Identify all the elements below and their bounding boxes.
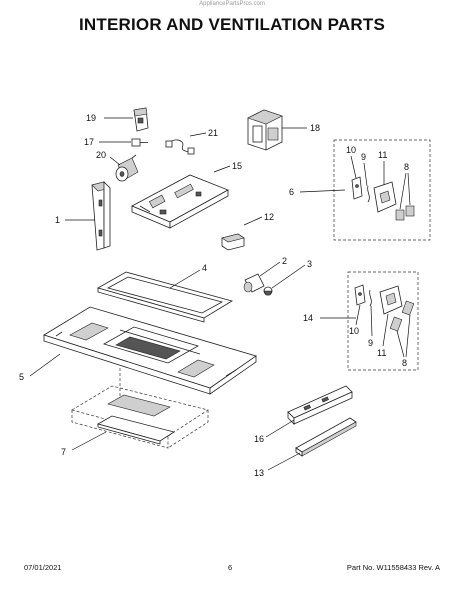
part-17-screw bbox=[131, 138, 148, 147]
callout-8b: 8 bbox=[402, 358, 407, 368]
part-5-bottom-panel bbox=[43, 306, 257, 395]
callout-1: 1 bbox=[55, 215, 60, 225]
callout-3: 3 bbox=[307, 259, 312, 269]
watermark: AppliancePartsPros.com bbox=[199, 1, 265, 7]
part-3-bulb bbox=[263, 286, 273, 296]
callout-21: 21 bbox=[208, 128, 218, 138]
part-20-capacitor bbox=[115, 154, 139, 182]
callout-19: 19 bbox=[86, 113, 96, 123]
callout-9a: 9 bbox=[361, 152, 366, 162]
callout-16: 16 bbox=[254, 434, 264, 444]
callout-6: 6 bbox=[289, 187, 294, 197]
part-21-wire bbox=[165, 139, 195, 155]
callout-11b: 11 bbox=[377, 348, 386, 358]
part-15-bracket-plate bbox=[131, 174, 229, 229]
callout-10a: 10 bbox=[346, 145, 356, 155]
part-6-latch-group bbox=[333, 139, 431, 241]
part-12-block bbox=[221, 233, 245, 251]
part-1-vertical-bracket bbox=[91, 181, 111, 251]
part-13-bar bbox=[295, 417, 357, 457]
callout-9b: 9 bbox=[368, 338, 373, 348]
callout-2: 2 bbox=[282, 256, 287, 266]
callout-15: 15 bbox=[232, 161, 242, 171]
part-4-filter-panel bbox=[96, 271, 234, 323]
callout-7: 7 bbox=[61, 447, 66, 457]
footer-part-number: Part No. W11558433 Rev. A bbox=[346, 563, 440, 572]
part-2-socket bbox=[243, 273, 265, 293]
callout-11a: 11 bbox=[378, 150, 387, 160]
callout-17: 17 bbox=[84, 137, 94, 147]
callout-10b: 10 bbox=[349, 326, 359, 336]
footer-page-number: 6 bbox=[228, 563, 233, 572]
part-18-transformer bbox=[247, 109, 283, 151]
footer-date: 07/01/2021 bbox=[24, 563, 62, 572]
part-7-vent-grille bbox=[71, 385, 209, 449]
callout-14: 14 bbox=[303, 313, 313, 323]
callout-5: 5 bbox=[19, 372, 24, 382]
callout-12: 12 bbox=[264, 212, 274, 222]
part-16-vent-bracket bbox=[287, 385, 353, 425]
callout-20: 20 bbox=[96, 150, 106, 160]
callout-13: 13 bbox=[254, 468, 264, 478]
part-19-clip bbox=[133, 107, 149, 132]
callout-4: 4 bbox=[202, 263, 207, 273]
part-14-latch-group bbox=[347, 271, 419, 371]
callout-8a: 8 bbox=[404, 162, 409, 172]
callout-18: 18 bbox=[310, 123, 320, 133]
page-title: INTERIOR AND VENTILATION PARTS bbox=[78, 15, 385, 34]
